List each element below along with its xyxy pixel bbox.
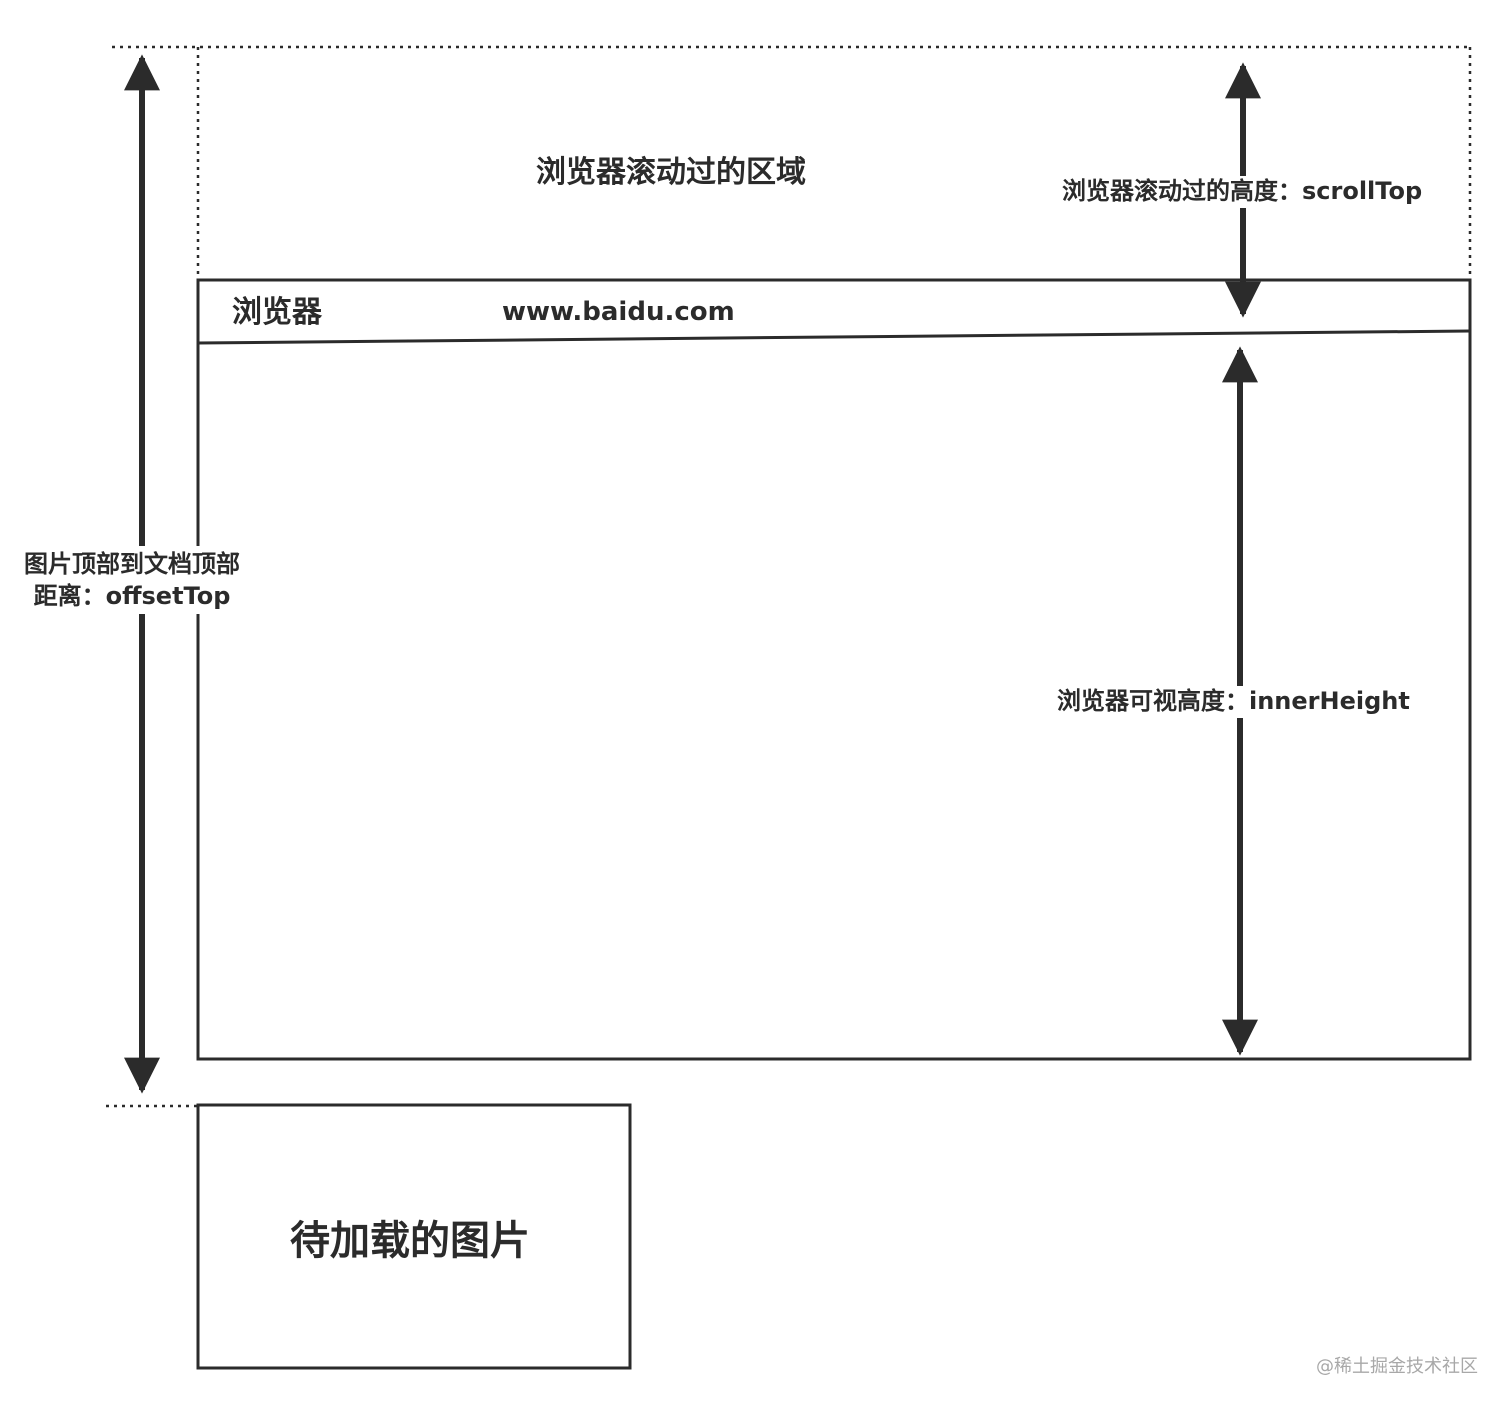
scrolled-area-label: 浏览器滚动过的区域 xyxy=(536,155,806,190)
browser-window xyxy=(196,278,1472,1061)
image-to-load-label: 待加载的图片 xyxy=(290,1218,530,1264)
scrolled-area-outline xyxy=(112,45,1472,280)
watermark: @稀土掘金技术社区 xyxy=(1316,1356,1478,1377)
address-bar-url: www.baidu.com xyxy=(502,297,735,327)
offset-top-label-line2: 距离：offsetTop xyxy=(33,582,231,610)
image-placeholder-box xyxy=(196,1103,632,1370)
offset-top-label: 图片顶部到文档顶部 距离：offsetTop xyxy=(22,546,242,614)
scroll-top-label: 浏览器滚动过的高度：scrollTop xyxy=(1062,176,1423,208)
address-bar-divider xyxy=(197,329,1471,345)
inner-height-label: 浏览器可视高度：innerHeight xyxy=(1057,686,1410,718)
offset-top-label-line1: 图片顶部到文档顶部 xyxy=(24,550,240,578)
browser-title-label: 浏览器 xyxy=(232,295,322,330)
